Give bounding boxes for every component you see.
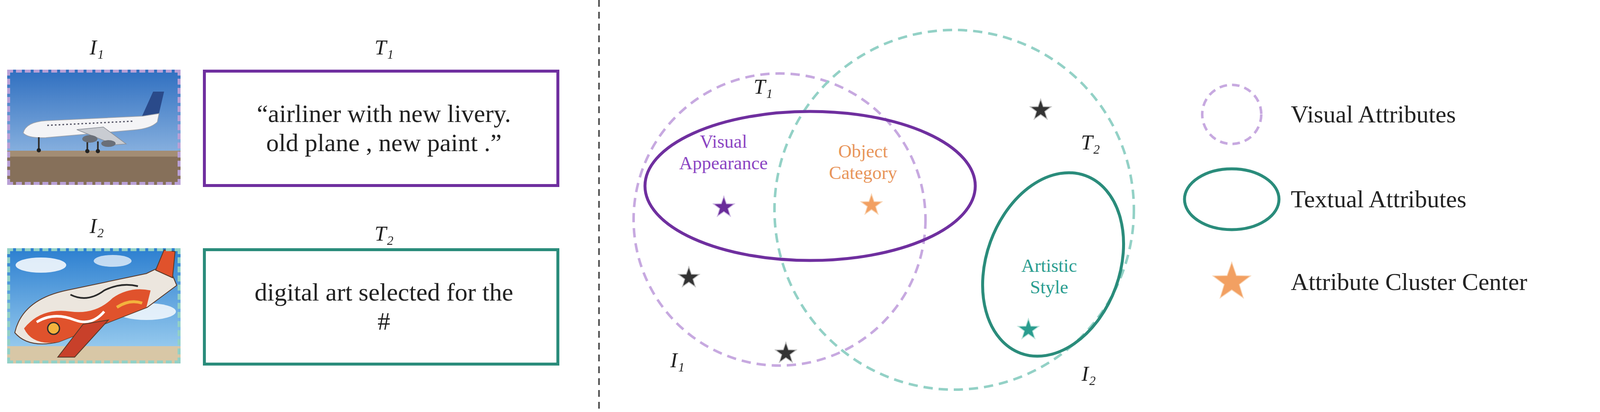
attribute-ellipse: T₁Visual AppearanceObject Category — [642, 109, 978, 263]
dashed-circle — [633, 73, 926, 366]
photo-airliner — [7, 69, 181, 185]
sky — [7, 248, 181, 364]
ground-band — [7, 150, 181, 157]
cluster-star — [678, 266, 699, 287]
tail-fin — [155, 249, 176, 278]
art-paint — [116, 301, 143, 308]
text-box: T₁“airliner with new livery. old plane ,… — [202, 69, 560, 187]
solid-ellipse — [957, 152, 1148, 376]
dashed-circle — [774, 29, 1134, 390]
heading-label: T₂ — [1073, 130, 1108, 155]
cluster-star — [713, 196, 734, 216]
wheel — [85, 148, 90, 154]
cluster-star — [1030, 99, 1051, 119]
caption-text: “airliner with new livery. old plane , n… — [246, 99, 521, 158]
cluster-star — [860, 194, 882, 214]
heading-label: I₂ — [1071, 361, 1106, 386]
legend-label: Textual Attributes — [1290, 185, 1467, 214]
cluster-star — [775, 342, 796, 362]
outline-shape — [631, 71, 928, 367]
engine — [82, 134, 98, 143]
art-paint — [70, 284, 138, 298]
image-frame: I₂ — [7, 248, 181, 364]
legend-label: Visual Attributes — [1290, 100, 1456, 129]
solid-ellipse — [644, 111, 976, 261]
heading-label: T₂ — [205, 221, 563, 246]
heading-label: T₁ — [746, 74, 780, 100]
art-paint — [47, 322, 60, 335]
heading-label: T₁ — [205, 35, 563, 60]
windows — [47, 121, 134, 126]
cluster-star — [1017, 318, 1039, 339]
divider-line — [598, 0, 600, 412]
attribute-label: Artistic Style — [1006, 255, 1092, 298]
legend-dashed-circle — [1202, 84, 1262, 144]
sky — [7, 69, 181, 185]
photo-art-plane — [7, 248, 181, 364]
attribute-circle: I₁ — [631, 71, 928, 367]
wheel — [95, 148, 100, 154]
legend-label: Attribute Cluster Center — [1290, 267, 1528, 297]
cloud — [93, 254, 132, 267]
art-paint — [36, 311, 105, 322]
engine — [101, 140, 116, 147]
attribute-label: Visual Appearance — [664, 131, 783, 174]
attribute-label: Object Category — [804, 140, 923, 184]
cloud — [15, 257, 67, 273]
legend-ellipse — [1184, 168, 1279, 230]
heading-label: I₁ — [660, 348, 695, 373]
caption-text: digital art selected for the # — [248, 277, 519, 336]
gear — [37, 137, 40, 150]
wing — [76, 126, 127, 145]
text-box: T₂digital art selected for the # — [202, 248, 560, 366]
heading-label: I₁ — [10, 35, 184, 60]
legend-star — [1212, 261, 1251, 298]
image-frame: I₁ — [7, 69, 181, 185]
outline-shape — [642, 109, 978, 263]
wheel — [36, 148, 41, 153]
heading-label: I₂ — [10, 213, 184, 239]
wing — [57, 319, 109, 357]
ground — [7, 150, 181, 185]
attribute-ellipse: T₂Artistic Style — [974, 163, 1132, 366]
